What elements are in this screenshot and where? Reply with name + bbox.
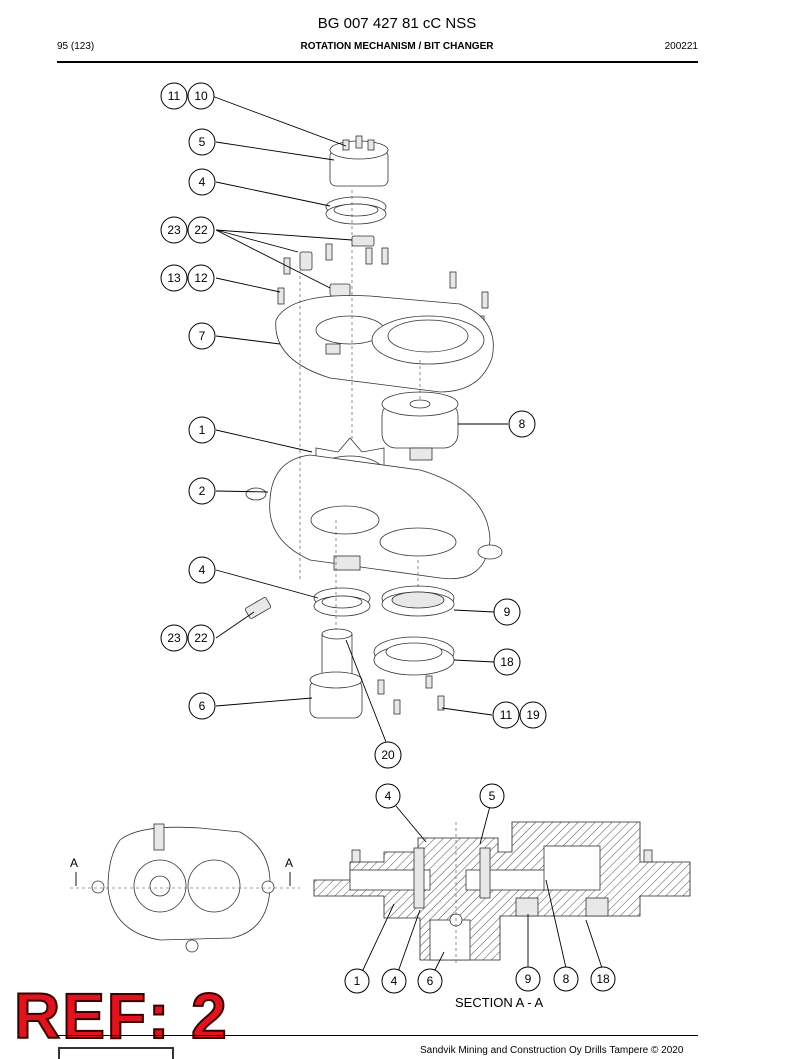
svg-text:10: 10 <box>194 89 208 103</box>
svg-text:7: 7 <box>199 329 206 343</box>
callout-section-4: 4 <box>375 783 401 809</box>
part-bolt <box>393 699 401 715</box>
callout-19: 19 <box>519 701 547 729</box>
callout-7: 7 <box>188 322 216 350</box>
svg-text:13: 13 <box>167 271 181 285</box>
part-ring-lower <box>313 587 371 617</box>
cut-mark-left: A <box>70 856 79 870</box>
callout-4: 4 <box>188 168 216 196</box>
part-ring-upper <box>325 196 387 225</box>
svg-text:23: 23 <box>167 223 181 237</box>
callout-4b: 4 <box>188 556 216 584</box>
callout-6: 6 <box>188 692 216 720</box>
callout-8: 8 <box>508 410 536 438</box>
callout-13: 13 <box>160 264 188 292</box>
section-leaders <box>361 805 603 973</box>
svg-text:5: 5 <box>199 135 206 149</box>
svg-text:4: 4 <box>391 974 398 988</box>
callout-22: 22 <box>187 216 215 244</box>
callout-11: 11 <box>160 82 188 110</box>
part-bearing <box>381 585 455 617</box>
part-bolt <box>425 675 433 689</box>
callout-section-18: 18 <box>590 966 616 992</box>
svg-text:1: 1 <box>354 974 361 988</box>
callout-12: 12 <box>187 264 215 292</box>
callout-23b: 23 <box>160 624 188 652</box>
sandvik-logo-icon <box>58 1047 174 1059</box>
callout-section-4b: 4 <box>381 968 407 994</box>
svg-text:1: 1 <box>199 423 206 437</box>
callout-section-6: 6 <box>417 968 443 994</box>
section-title: ROTATION MECHANISM / BIT CHANGER <box>300 41 494 52</box>
svg-text:19: 19 <box>526 708 540 722</box>
svg-text:22: 22 <box>194 631 208 645</box>
document-code: BG 007 427 81 cC NSS <box>317 15 477 32</box>
part-flange <box>373 636 455 676</box>
callout-section-8: 8 <box>553 966 579 992</box>
svg-text:9: 9 <box>525 972 532 986</box>
callout-5: 5 <box>188 128 216 156</box>
svg-text:18: 18 <box>596 972 610 986</box>
svg-text:5: 5 <box>489 789 496 803</box>
svg-text:23: 23 <box>167 631 181 645</box>
callout-9: 9 <box>493 598 521 626</box>
callouts-section: 4 5 1 4 6 9 8 18 <box>344 783 616 994</box>
page-number: 95 (123) <box>57 41 95 52</box>
footer-copyright: Sandvik Mining and Construction Oy Drill… <box>420 1045 684 1056</box>
svg-text:11: 11 <box>168 89 181 103</box>
callout-1: 1 <box>188 416 216 444</box>
callouts-exploded: 11 10 5 4 23 22 13 12 7 8 1 2 4 9 23 22 … <box>160 82 547 769</box>
svg-text:9: 9 <box>504 605 511 619</box>
part-cover-plate <box>275 295 494 393</box>
exploded-view <box>244 135 503 719</box>
callout-section-5: 5 <box>479 783 505 809</box>
header-rule <box>57 61 698 63</box>
callout-2: 2 <box>188 477 216 505</box>
plan-view <box>70 823 300 953</box>
part-shaft <box>309 628 363 719</box>
svg-text:18: 18 <box>500 655 514 669</box>
callout-18: 18 <box>493 648 521 676</box>
part-gear-housing <box>245 454 503 580</box>
part-motor <box>381 391 459 461</box>
ref-stamp: REF: 2 <box>13 980 229 1052</box>
section-view <box>313 821 691 966</box>
callout-20: 20 <box>374 741 402 769</box>
callout-10: 10 <box>187 82 215 110</box>
callout-section-1: 1 <box>344 968 370 994</box>
part-bolt <box>437 695 445 711</box>
callout-section-9: 9 <box>515 966 541 992</box>
svg-text:11: 11 <box>500 708 513 722</box>
svg-text:4: 4 <box>199 175 206 189</box>
callout-23: 23 <box>160 216 188 244</box>
svg-text:4: 4 <box>385 789 392 803</box>
footer-rule <box>57 1035 698 1036</box>
cut-mark-right: A <box>285 856 294 870</box>
section-label: SECTION A - A <box>455 995 544 1010</box>
svg-text:20: 20 <box>381 748 395 762</box>
callout-22b: 22 <box>187 624 215 652</box>
part-bolt <box>377 679 385 695</box>
svg-text:4: 4 <box>199 563 206 577</box>
svg-text:8: 8 <box>519 417 526 431</box>
svg-text:8: 8 <box>563 972 570 986</box>
document-date: 200221 <box>664 41 698 52</box>
leader-lines <box>211 95 508 743</box>
svg-text:22: 22 <box>194 223 208 237</box>
svg-text:6: 6 <box>427 974 434 988</box>
callout-11b: 11 <box>492 701 520 729</box>
svg-text:6: 6 <box>199 699 206 713</box>
svg-text:2: 2 <box>199 484 206 498</box>
svg-text:12: 12 <box>194 271 208 285</box>
